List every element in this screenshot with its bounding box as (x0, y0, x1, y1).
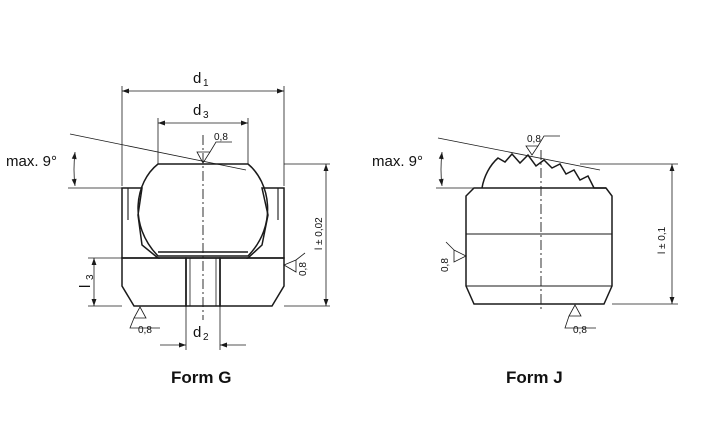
form-g-d3-label: d (193, 102, 201, 119)
form-g-l3-label: l (77, 285, 94, 288)
form-j-body (465, 187, 613, 305)
form-g-roughness-top-symbol (196, 141, 232, 164)
form-j-roughness-side: 0,8 (440, 258, 451, 272)
form-g-d1-label: d (193, 70, 201, 87)
form-j-roughness-bottom: 0,8 (573, 325, 587, 336)
form-j-serrated-top (481, 152, 606, 189)
form-j-roughness-side-symbol (445, 241, 467, 263)
form-g-ball (137, 163, 269, 257)
form-g-l3-sub: 3 (85, 274, 96, 280)
form-g-d1-sub: 1 (203, 78, 209, 89)
form-j-angle-line (437, 137, 601, 171)
form-g-angle-line (69, 133, 247, 171)
form-g-title: Form G (171, 368, 231, 387)
form-g-body-right (219, 257, 285, 307)
form-g-angle-label: max. 9° (6, 153, 57, 170)
form-g-angle-arc (71, 151, 77, 187)
form-j-length-tol: l ± 0,1 (657, 226, 668, 254)
form-g-body (121, 257, 187, 307)
form-j-angle-arc (438, 151, 444, 187)
form-g-roughness-top: 0,8 (214, 132, 228, 143)
form-g-roughness-bottom-symbol (129, 306, 160, 329)
form-g-length-tol: l ± 0,02 (314, 217, 325, 250)
form-g-d3-sub: 3 (203, 110, 209, 121)
form-j-drawing: max. 9° 0,8 l ± 0,1 0,8 0,8 Form J (372, 134, 678, 387)
form-j-angle-label: max. 9° (372, 153, 423, 170)
form-g-d2-label: d (193, 324, 201, 341)
form-j-roughness-top-symbol (525, 135, 560, 156)
form-g-roughness-side-symbol (283, 252, 306, 273)
form-g-roughness-bottom: 0,8 (138, 325, 152, 336)
form-j-roughness-bottom-symbol (564, 304, 596, 329)
form-g-d2-sub: 2 (203, 332, 209, 343)
form-g-drawing: d 1 d 3 max. 9° 0,8 l ± 0,02 0,8 l 3 0,8 (6, 70, 330, 387)
form-j-roughness-top: 0,8 (527, 134, 541, 145)
form-j-title: Form J (506, 368, 563, 387)
form-g-roughness-side: 0,8 (298, 262, 309, 276)
